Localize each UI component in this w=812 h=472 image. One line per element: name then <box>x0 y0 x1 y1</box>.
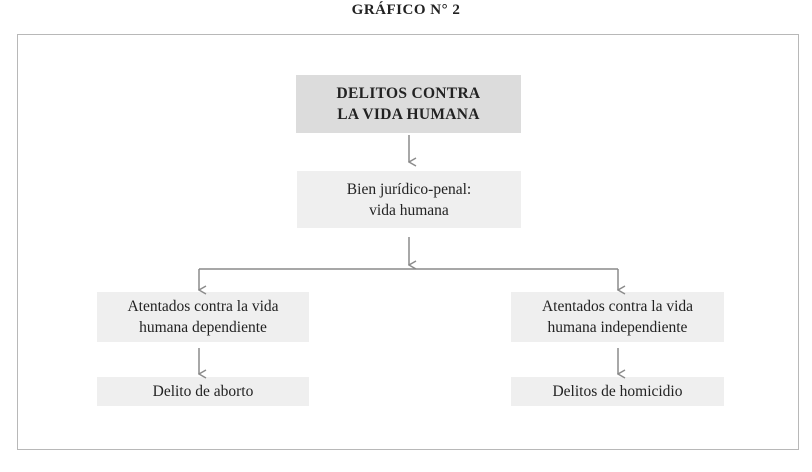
node-delitos-de-homicidio: Delitos de homicidio <box>511 377 724 406</box>
diagram-frame <box>17 34 799 450</box>
node-delito-de-aborto: Delito de aborto <box>97 377 309 406</box>
node-independent-line1: Atentados contra la vida <box>541 298 694 315</box>
node-root-line1: DELITOS CONTRA <box>336 85 481 102</box>
diagram-caption: GRÁFICO N° 2 <box>351 2 461 18</box>
node-independent-line2: humana independiente <box>547 319 688 336</box>
node-dependent-line1: Atentados contra la vida <box>127 298 279 315</box>
node-vida-dependiente: Atentados contra la vida humana dependie… <box>97 292 309 342</box>
node-delitos-contra-la-vida: DELITOS CONTRA LA VIDA HUMANA <box>296 75 521 133</box>
node-dependent-line2: humana dependiente <box>139 319 267 336</box>
node-abortion-text: Delito de aborto <box>152 383 254 400</box>
node-legal-good-line2: vida humana <box>369 201 449 219</box>
node-legal-good-line1: Bien jurídico-penal: <box>346 180 472 198</box>
node-homicide-text: Delitos de homicidio <box>552 383 683 400</box>
node-bien-juridico: Bien jurídico-penal: vida humana <box>297 171 521 228</box>
node-vida-independiente: Atentados contra la vida humana independ… <box>511 292 724 342</box>
node-root-line2: LA VIDA HUMANA <box>337 106 480 123</box>
